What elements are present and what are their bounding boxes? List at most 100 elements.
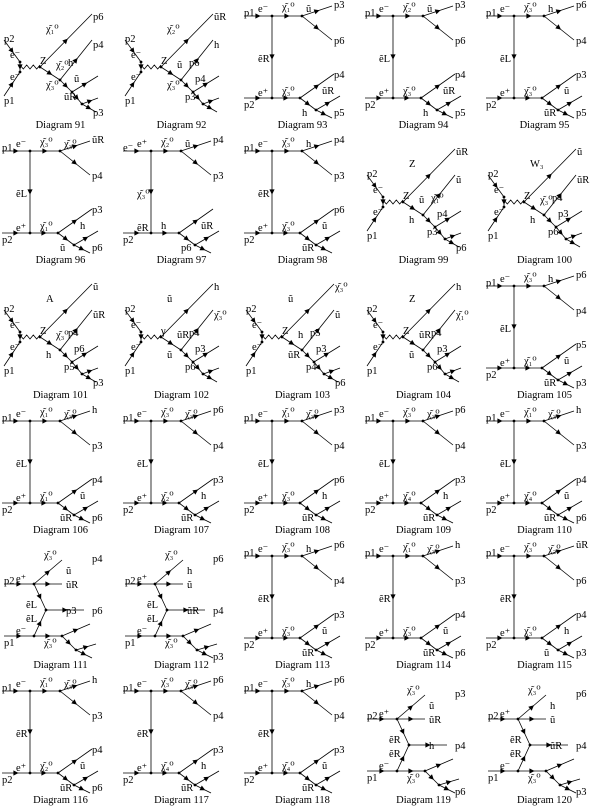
vertex-dot	[381, 205, 385, 209]
particle-label: p3	[93, 108, 104, 119]
diagram-title: Diagram 112	[154, 660, 209, 671]
particle-label: p3	[576, 648, 587, 659]
arrow-icon	[134, 770, 140, 776]
particle-label: p6	[548, 227, 559, 238]
feynman-diagram-svg	[123, 410, 220, 524]
arrow-icon	[313, 414, 320, 420]
particle-label: p5	[310, 328, 321, 339]
vertex-dot	[80, 372, 84, 376]
particle-label: h	[306, 679, 312, 690]
particle-label: ũ	[409, 350, 415, 361]
vertex-dot	[298, 231, 302, 235]
particle-label: p4	[334, 711, 345, 722]
arrow-icon	[148, 459, 154, 465]
arrow-icon	[425, 505, 432, 511]
particle-label: p2	[4, 34, 15, 45]
arrow-icon	[183, 235, 190, 241]
particle-label: e⁺	[379, 88, 390, 99]
feynman-diagram-svg	[124, 13, 220, 113]
arrow-icon	[13, 418, 19, 424]
arrow-icon	[62, 38, 68, 45]
vertex-dot	[179, 348, 183, 352]
vertex-dot	[512, 419, 516, 423]
particle-label: e⁻	[500, 409, 511, 420]
particle-label: ẽL	[137, 459, 149, 470]
boson-propagator	[382, 199, 404, 205]
diagram-title: Diagram 100	[516, 255, 573, 266]
particle-label: p1	[365, 413, 376, 424]
arrow-icon	[380, 334, 386, 340]
arrow-icon	[497, 635, 503, 641]
arrow-icon	[546, 742, 552, 748]
arrow-icon	[134, 418, 140, 424]
vertex-dot	[437, 783, 441, 787]
vertex-dot	[512, 554, 516, 558]
arrow-icon	[183, 505, 190, 511]
particle-label: e⁻	[500, 544, 511, 555]
vertex-dot	[556, 513, 560, 517]
vertex-dot	[270, 689, 274, 693]
arrow-icon	[546, 100, 553, 106]
arrow-icon	[390, 54, 396, 60]
arrow-icon	[269, 54, 275, 60]
feynman-diagram-svg	[3, 283, 99, 383]
arrow-icon	[194, 364, 200, 370]
arrow-icon	[435, 193, 441, 199]
particle-label: χ͂₃⁰	[403, 407, 416, 418]
particle-label: p6	[189, 58, 200, 69]
particle-label: Z	[282, 326, 289, 337]
particle-label: χ͂₃⁰	[56, 330, 69, 341]
particle-label: e⁻	[500, 761, 511, 772]
arrow-icon	[492, 216, 498, 223]
vertex-dot	[38, 335, 42, 339]
vertex-dot	[314, 108, 318, 112]
boson-propagator	[382, 334, 404, 340]
particle-label: χ͂₂⁰	[167, 24, 180, 35]
arrow-icon	[428, 774, 434, 780]
arrow-icon	[549, 774, 555, 780]
particle-label: e⁻	[379, 4, 390, 15]
particle-label: e⁻	[131, 72, 142, 83]
arrow-icon	[304, 352, 310, 358]
arrow-icon	[199, 785, 206, 791]
particle-label: p3	[213, 475, 224, 486]
vertex-dot	[314, 648, 318, 652]
particle-label: χ͂₃⁰	[44, 638, 57, 649]
particle-label: p3	[334, 0, 345, 11]
arrow-icon	[8, 81, 14, 88]
arrow-icon	[380, 199, 386, 205]
vertex-dot	[300, 554, 304, 558]
vertex-dot	[395, 769, 399, 773]
particle-label: h	[550, 701, 556, 712]
arrow-icon	[71, 489, 78, 495]
arrow-icon	[41, 500, 47, 506]
arrow-icon	[73, 364, 79, 370]
arrow-icon	[497, 95, 503, 101]
vertex-dot	[193, 243, 197, 247]
arrow-icon	[562, 380, 569, 386]
arrow-icon	[445, 641, 452, 647]
particle-label: p3	[334, 745, 345, 756]
vertex-dot	[421, 348, 425, 352]
particle-label: p4	[213, 135, 224, 146]
arrow-icon	[199, 245, 206, 251]
arrow-icon	[192, 159, 198, 165]
arrow-icon	[288, 339, 295, 345]
particle-label: p1	[488, 231, 499, 242]
particle-label: p3	[455, 576, 466, 587]
vertex-dot	[381, 330, 385, 334]
vertex-dot	[179, 689, 183, 693]
vertex-dot	[556, 378, 560, 382]
arrow-icon	[434, 549, 441, 555]
arrow-icon	[511, 459, 517, 465]
arrow-icon	[78, 245, 85, 251]
particle-label: p4	[455, 741, 466, 752]
vertex-dot	[395, 717, 399, 721]
arrow-icon	[203, 776, 210, 782]
arrow-icon	[500, 716, 506, 722]
particle-label: p3	[316, 344, 327, 355]
vertex-dot	[421, 554, 425, 558]
particle-label: ũR	[423, 513, 436, 524]
feynman-diagram-svg	[3, 13, 99, 113]
arrow-icon	[371, 351, 377, 358]
